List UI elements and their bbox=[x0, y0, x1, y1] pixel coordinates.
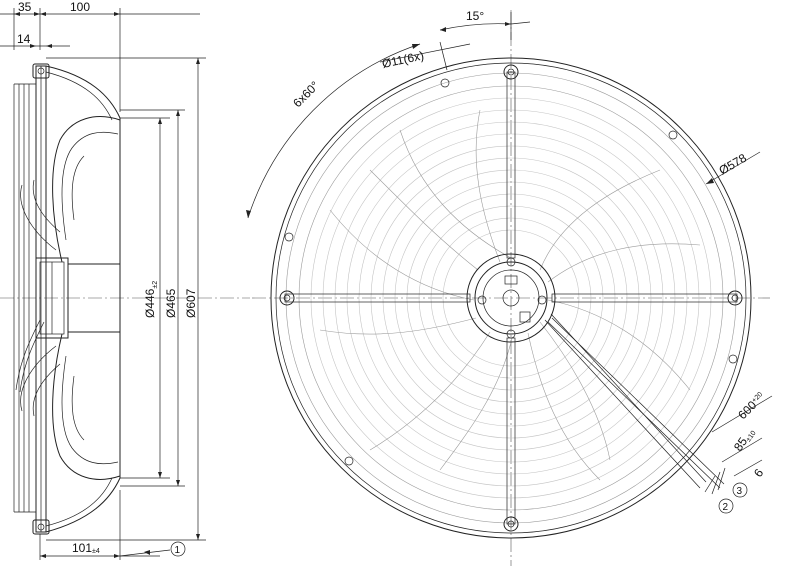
holes-label: Ø11(6x) bbox=[381, 48, 425, 71]
callout-1: 1 bbox=[175, 545, 181, 556]
dim-100: 100 bbox=[70, 0, 90, 14]
guard-rings bbox=[310, 97, 712, 499]
motor-hub-front bbox=[466, 253, 556, 343]
side-view: 35 100 14 Ø446±2 Ø465 Ø607 bbox=[0, 0, 250, 560]
dim-446: Ø446±2 bbox=[143, 281, 159, 318]
callout-3: 3 bbox=[737, 486, 743, 497]
callout-2: 2 bbox=[723, 502, 729, 513]
dim-578: Ø578 bbox=[717, 151, 750, 178]
blades-side bbox=[20, 116, 121, 480]
dim-465: Ø465 bbox=[164, 288, 178, 318]
dim-101: 101±4 bbox=[72, 541, 100, 555]
dim-14: 14 bbox=[17, 32, 31, 46]
angle-15: 15° bbox=[466, 9, 484, 23]
dim-607: Ø607 bbox=[184, 288, 198, 318]
cable-6: 6 bbox=[751, 466, 766, 480]
pattern-label: 6x60° bbox=[290, 78, 322, 110]
mounting-holes bbox=[279, 64, 743, 532]
dim-35: 35 bbox=[18, 0, 32, 14]
guard-grille-side bbox=[13, 83, 36, 513]
cable-600: 600+20 bbox=[735, 390, 768, 423]
front-view: 15° Ø11(6x) 6x60° Ø578 600+20 85±10 6 2 … bbox=[246, 9, 773, 566]
blades-front bbox=[319, 109, 701, 481]
cable-85: 85±10 bbox=[731, 425, 758, 454]
